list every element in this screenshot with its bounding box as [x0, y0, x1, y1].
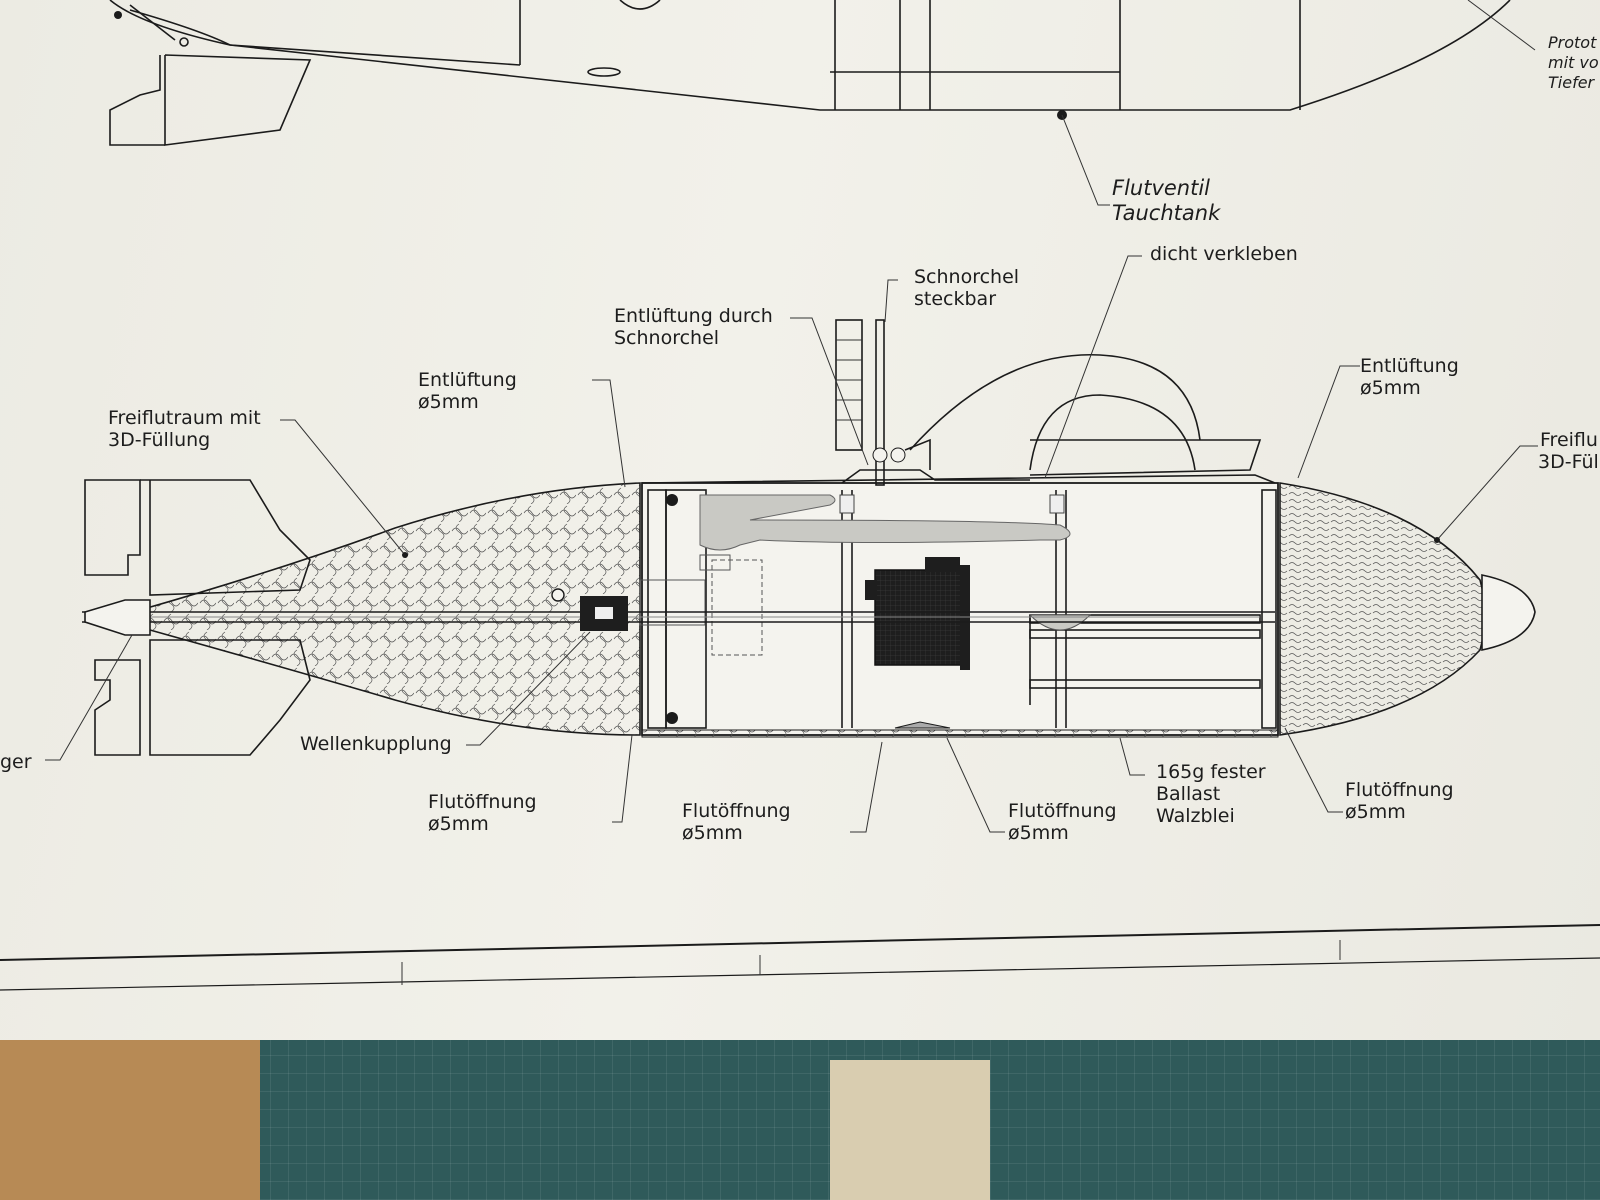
label-entluftung-left-dia: ø5mm	[418, 391, 479, 413]
label-flutoffnung-1: Flutöffnung	[428, 791, 537, 813]
ballast-strip	[641, 729, 1279, 738]
stern-flood-space	[138, 482, 641, 736]
snorkel-right	[875, 319, 885, 486]
label-freiflut-right: Freiflu	[1540, 429, 1598, 451]
wood-block	[0, 1040, 260, 1200]
label-wellenkupplung: Wellenkupplung	[300, 733, 452, 755]
upper-hull-view	[109, 0, 1536, 206]
label-3d-fullung-right: 3D-Fülli	[1538, 451, 1600, 473]
label-entl-durch: Entlüftung durch	[614, 305, 773, 327]
label-flutoffnung-2-dia: ø5mm	[682, 822, 743, 844]
label-flutventil: Flutventil	[1112, 176, 1210, 200]
cutting-mat	[0, 1040, 1600, 1200]
snorkel-left	[835, 319, 863, 451]
label-flutoffnung-3: Flutöffnung	[1008, 800, 1117, 822]
label-entluftung-right-dia: ø5mm	[1360, 377, 1421, 399]
wood-piece	[830, 1060, 990, 1200]
label-3d-fullung: 3D-Füllung	[108, 429, 210, 451]
label-steckbar: steckbar	[914, 288, 996, 310]
submarine-section	[82, 319, 1536, 756]
drawing-frame	[0, 924, 1600, 991]
label-entluftung-left: Entlüftung	[418, 369, 517, 391]
label-walzblei: Walzblei	[1156, 805, 1235, 827]
label-tauchtank: Tauchtank	[1112, 201, 1221, 225]
label-flutoffnung-4-dia: ø5mm	[1345, 801, 1406, 823]
label-flutoffnung-4: Flutöffnung	[1345, 779, 1454, 801]
label-flutoffnung-3-dia: ø5mm	[1008, 822, 1069, 844]
leader-lines	[45, 255, 1538, 833]
label-proto-3: Tiefer	[1548, 73, 1596, 92]
label-proto-1: Protot	[1548, 33, 1597, 52]
label-dicht-verkleben: dicht verkleben	[1150, 243, 1298, 265]
label-proto-2: mit vo	[1548, 53, 1599, 72]
label-flutoffnung-1-dia: ø5mm	[428, 813, 489, 835]
label-freiflutraum: Freiflutraum mit	[108, 407, 261, 429]
label-schnorchel: Schnorchel	[914, 266, 1019, 288]
label-entl-schnorchel: Schnorchel	[614, 327, 719, 349]
label-ballast: Ballast	[1156, 783, 1220, 805]
label-entluftung-right: Entlüftung	[1360, 355, 1459, 377]
label-ballast-weight: 165g fester	[1156, 761, 1266, 783]
label-flutoffnung-2: Flutöffnung	[682, 800, 791, 822]
dive-tank	[699, 494, 1071, 551]
label-lager: ger	[0, 751, 32, 773]
